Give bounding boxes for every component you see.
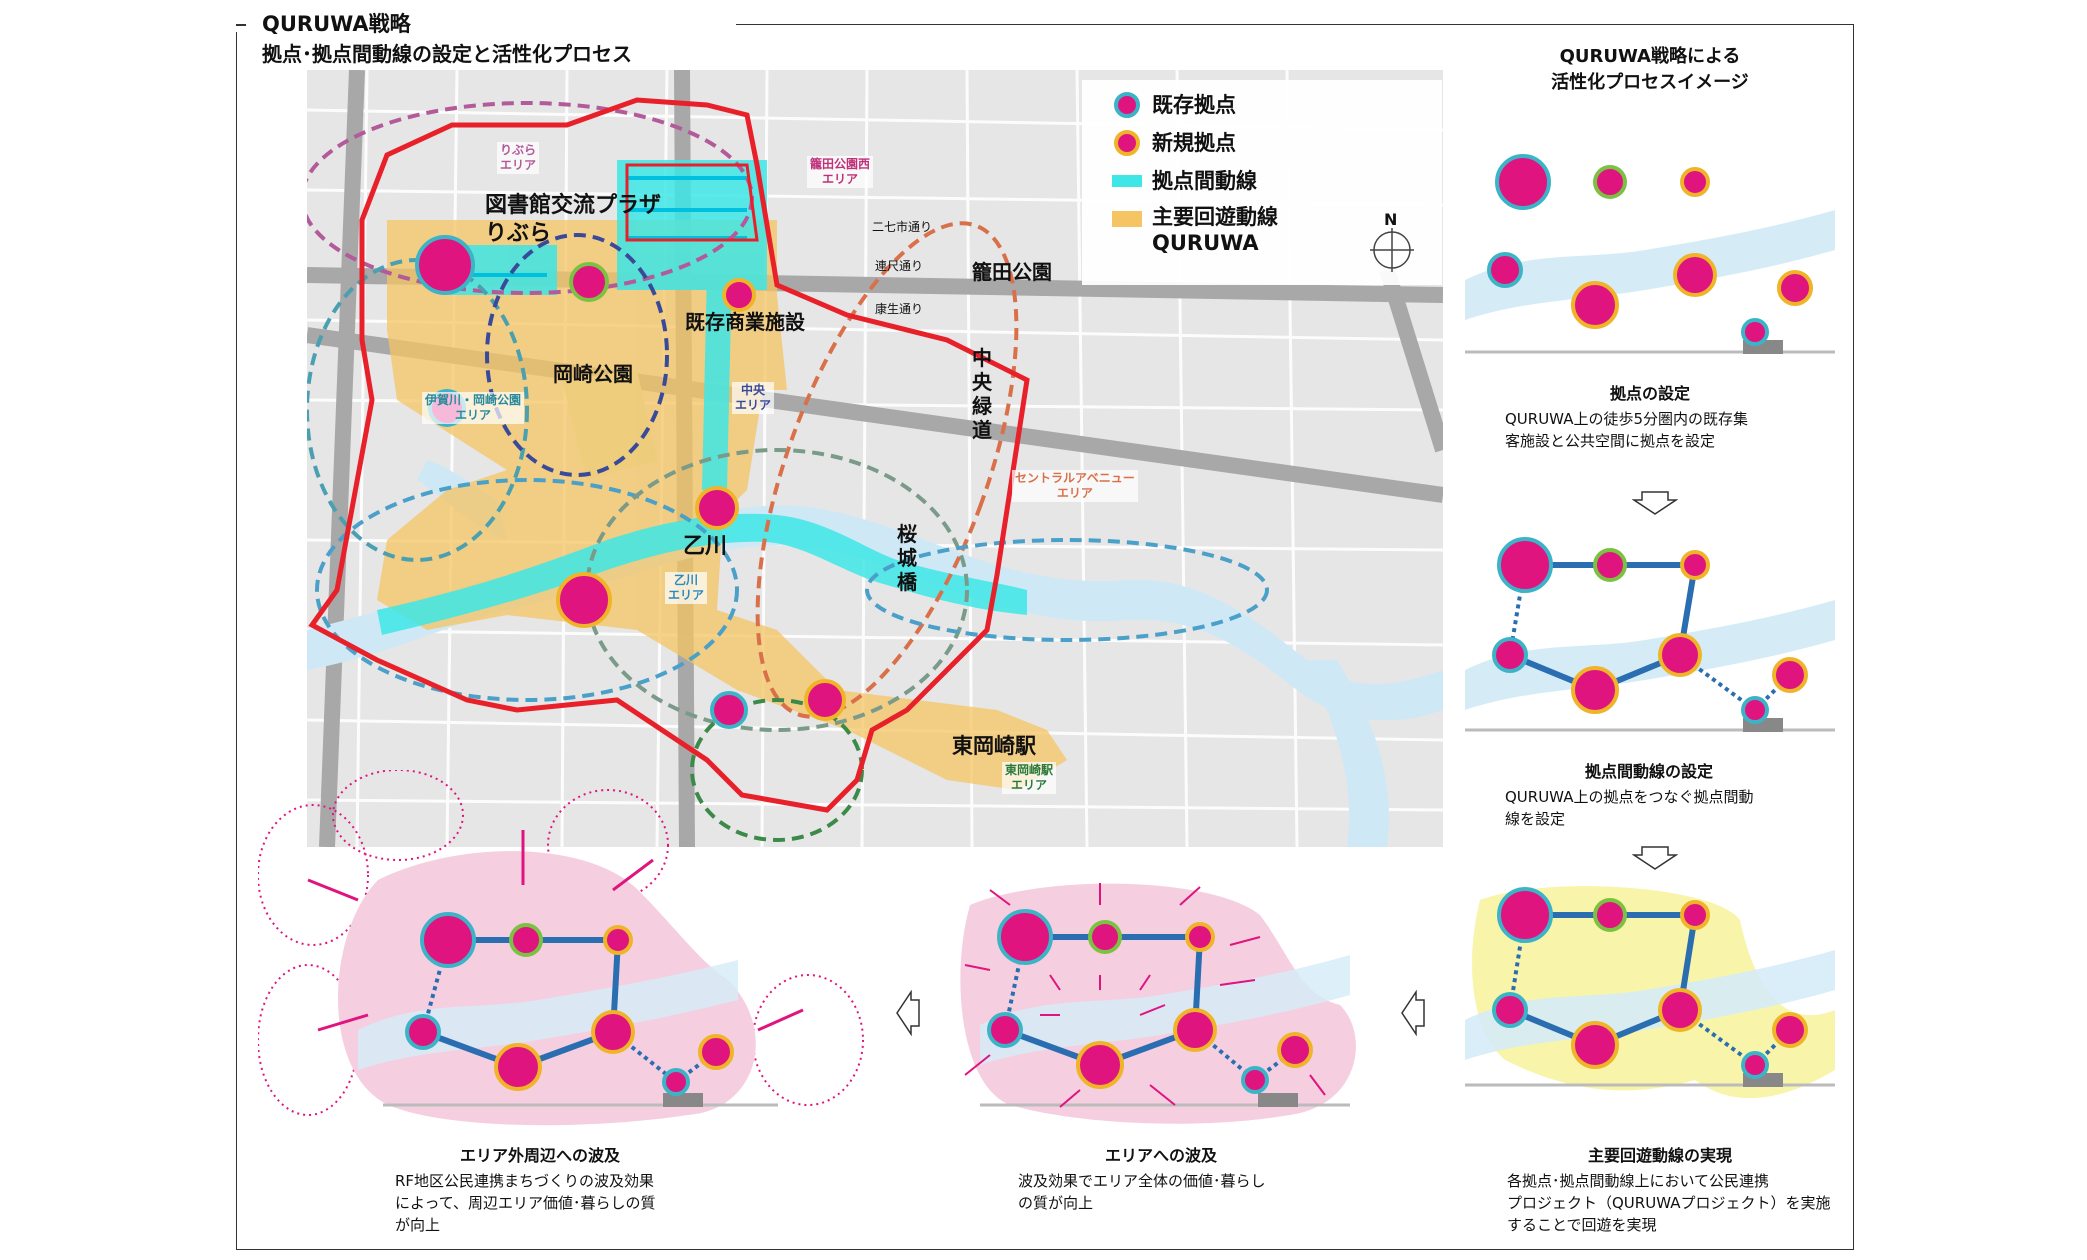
step2-heading: 拠点間動線の設定 <box>1585 762 1714 781</box>
compass-icon <box>1370 228 1414 272</box>
step3-diagram <box>1465 886 1835 1099</box>
process-title: QURUWA戦略による 活性化プロセスイメージ <box>1551 46 1749 93</box>
area-chuo: 中央 エリア <box>732 382 775 414</box>
step5-heading: エリア外周辺への波及 <box>460 1146 621 1165</box>
legend-existing-label: 既存拠点 <box>1152 93 1236 117</box>
step5-diagram <box>258 770 864 1126</box>
area-higashi-okazaki: 東岡崎駅 エリア <box>1002 762 1057 794</box>
step4-diagram <box>960 883 1356 1124</box>
label-sakurashiro-bashi: 桜城橋 <box>897 522 917 594</box>
page-title: QURUWA戦略 <box>262 12 411 36</box>
page-subtitle: 拠点･拠点間動線の設定と活性化プロセス <box>262 42 632 66</box>
node-otogawa <box>556 572 612 628</box>
label-otogawa: 乙川 <box>683 534 728 559</box>
step4-body: 波及効果でエリア全体の価値･暮らし の質が向上 <box>1018 1172 1266 1212</box>
legend-link-label: 拠点間動線 <box>1152 169 1257 193</box>
label-library: 図書館交流プラザ りぶら <box>485 193 662 246</box>
main-frame <box>236 24 1854 1250</box>
node-sakurashiro <box>695 486 739 530</box>
legend-link: 拠点間動線 <box>1112 166 1257 196</box>
step4-heading: エリアへの波及 <box>1105 1146 1218 1165</box>
legend-new-label: 新規拠点 <box>1152 131 1236 155</box>
area-iga-okazaki: 伊賀川・岡崎公園 エリア <box>422 392 525 424</box>
label-higashi-okazaki: 東岡崎駅 <box>952 734 1036 758</box>
label-chuo-ryokudo: 中央緑道 <box>972 346 992 442</box>
node-library <box>415 235 475 295</box>
step2-body: QURUWA上の拠点をつなぐ拠点間動 線を設定 <box>1505 788 1754 828</box>
down-arrow-icon <box>1632 491 1678 515</box>
step3-heading: 主要回遊動線の実現 <box>1588 1146 1733 1165</box>
step2-diagram <box>1465 537 1835 732</box>
step1-body: QURUWA上の徒歩5分圏内の既存集 客施設と公共空間に拠点を設定 <box>1505 410 1749 450</box>
area-ribura: りぶら エリア <box>497 142 540 174</box>
node-east <box>804 679 846 721</box>
step1-diagram <box>1465 154 1835 354</box>
map-legend: 既存拠点 新規拠点 拠点間動線 主要回遊動線 QURUWA N <box>1082 80 1442 285</box>
node-kagoda <box>722 278 756 312</box>
legend-existing: 既存拠点 <box>1112 90 1236 120</box>
down-arrow-icon-2 <box>1632 846 1678 870</box>
legend-route-label: 主要回遊動線 QURUWA <box>1152 205 1278 255</box>
step1-heading: 拠点の設定 <box>1610 384 1691 403</box>
label-okazaki-park: 岡崎公園 <box>553 362 633 386</box>
label-kagoda-park: 籠田公園 <box>972 260 1052 284</box>
label-street-3: 康生通り <box>875 302 924 316</box>
node-commercial <box>569 262 609 302</box>
step3-body: 各拠点･拠点間動線上において公民連携 プロジェクト（QURUWAプロジェクト）を… <box>1507 1172 1831 1234</box>
label-street-2: 連尺通り <box>875 259 924 273</box>
title-tick <box>236 24 246 26</box>
label-commercial: 既存商業施設 <box>685 310 805 334</box>
left-arrow-icon-2 <box>896 990 920 1036</box>
compass-label: N <box>1384 210 1398 229</box>
label-street-1: 二七市通り <box>872 220 933 234</box>
legend-new: 新規拠点 <box>1112 128 1236 158</box>
area-otogawa: 乙川 エリア <box>665 572 708 604</box>
title-tab <box>236 16 736 32</box>
area-central-avenue: セントラルアベニュー エリア <box>1012 470 1138 502</box>
node-station <box>710 691 748 729</box>
area-kagoda-west: 籠田公園西 エリア <box>807 156 874 188</box>
step5-body: RF地区公民連携まちづくりの波及効果 によって、周辺エリア価値･暮らしの質 が向… <box>395 1172 656 1234</box>
legend-route: 主要回遊動線 QURUWA <box>1112 204 1278 256</box>
left-arrow-icon <box>1401 990 1425 1036</box>
